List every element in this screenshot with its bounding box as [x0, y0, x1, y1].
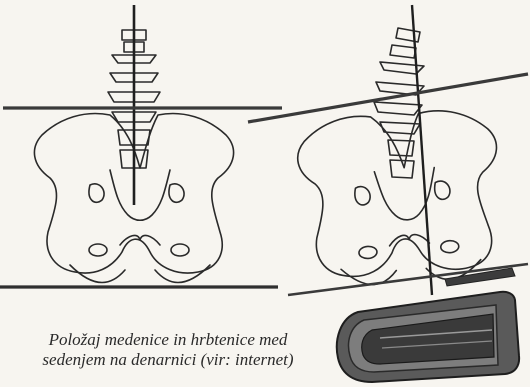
figure-caption: Položaj medenice in hrbtenice med sedenj…: [18, 330, 318, 370]
pelvis-tilted-illustration: [295, 107, 505, 289]
spine-tilted: [374, 28, 424, 178]
caption-line-1: Položaj medenice in hrbtenice med: [18, 330, 318, 350]
wallet-icon: [337, 292, 519, 382]
spine-axis-tilted: [412, 5, 432, 295]
pelvis-level-line-tilted: [248, 74, 528, 122]
caption-line-2: sedenjem na denarnici (vir: internet): [18, 350, 318, 370]
